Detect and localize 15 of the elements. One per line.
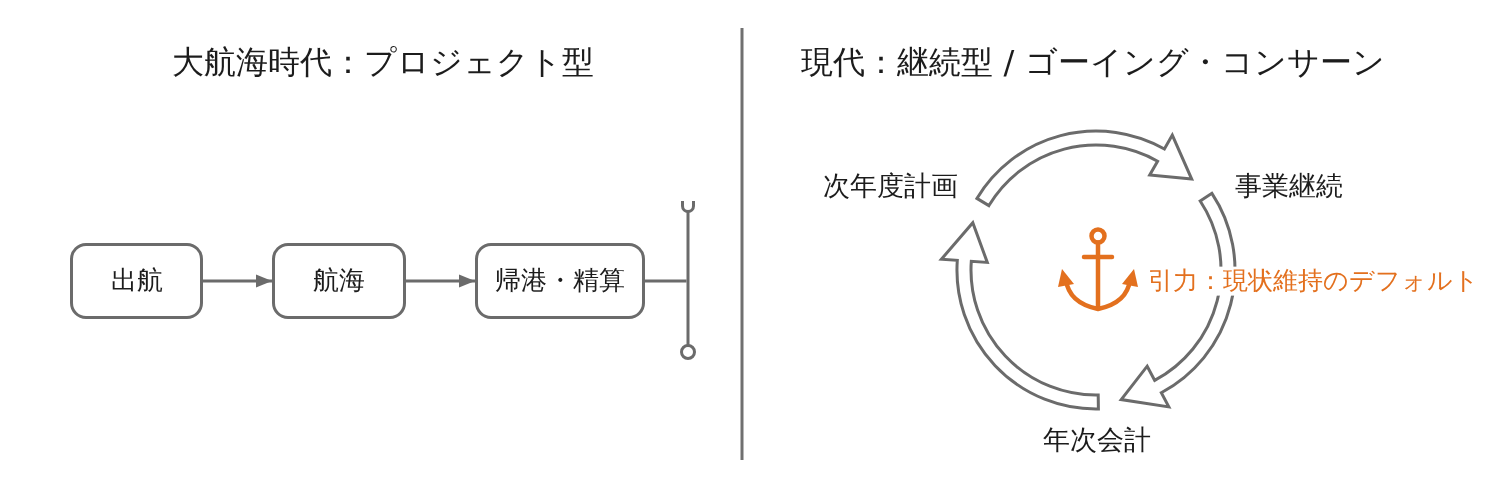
stage-label: 事業継続	[1235, 170, 1343, 202]
curved-arrow	[975, 129, 1194, 208]
process-box: 航海	[272, 243, 406, 319]
curved-arrow	[1119, 191, 1237, 409]
process-box: 帰港・精算	[475, 243, 645, 319]
process-box: 出航	[70, 243, 203, 319]
arrow	[406, 274, 475, 288]
curved-arrow	[939, 221, 1100, 411]
section-heading: 大航海時代：プロジェクト型	[172, 43, 594, 81]
stage-label: 次年度計画	[822, 170, 958, 202]
arrow	[203, 274, 272, 288]
stage-label: 年次会計	[1043, 424, 1151, 456]
connector-line	[645, 279, 687, 283]
end-bar	[680, 201, 696, 361]
section-heading: 現代：継続型 / ゴーイング・コンサーン	[801, 43, 1385, 81]
